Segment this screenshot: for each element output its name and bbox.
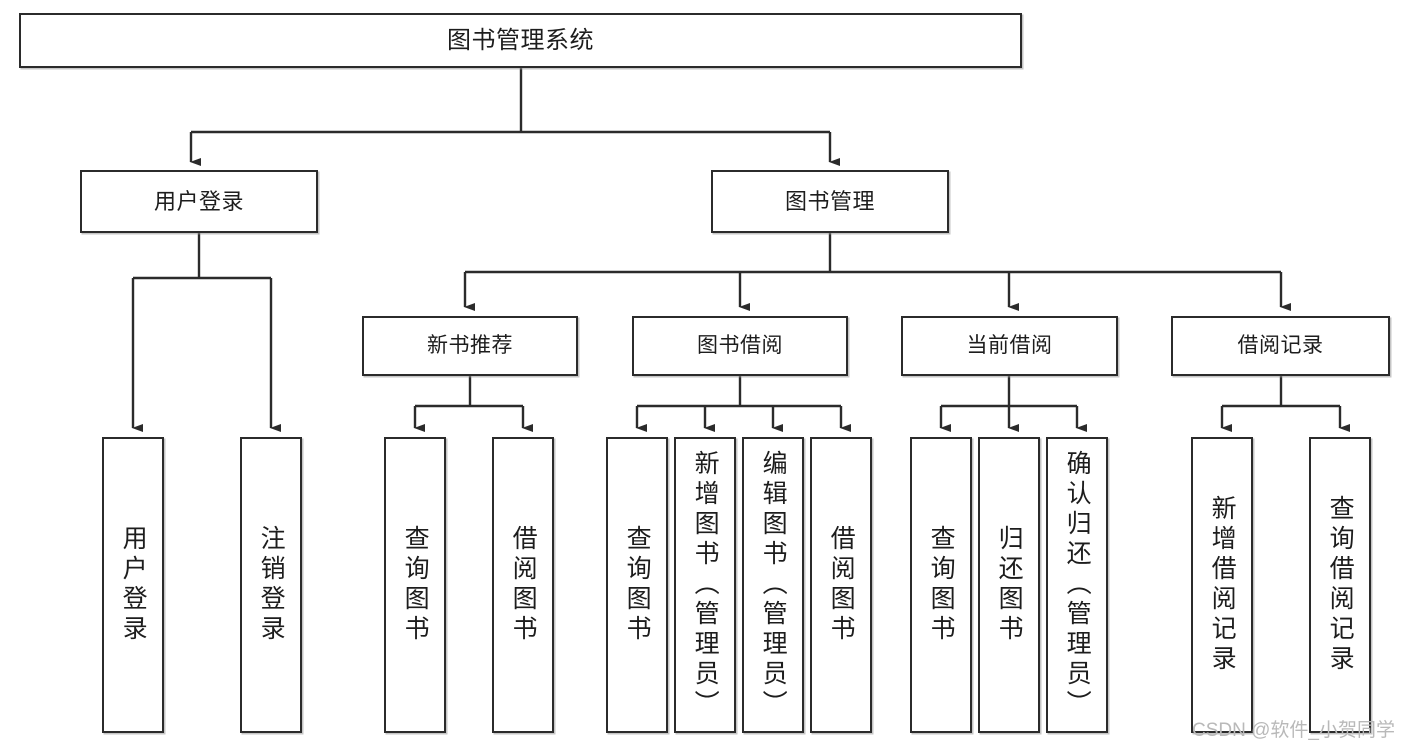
node-leaf-query-book-2-label: 查询图书 bbox=[623, 525, 652, 645]
node-leaf-query-book-1-label: 查询图书 bbox=[401, 525, 430, 645]
node-user-login[interactable]: 用户登录 bbox=[80, 170, 318, 233]
node-leaf-add-borrow-record[interactable]: 新增借阅记录 bbox=[1191, 437, 1253, 733]
node-leaf-borrow-book-1[interactable]: 借阅图书 bbox=[492, 437, 554, 733]
edges-book-borrow-to-leaves bbox=[635, 376, 851, 432]
node-leaf-edit-book-label: 编辑图书（管理员） bbox=[759, 450, 788, 720]
node-leaf-confirm-return-label: 确认归还（管理员） bbox=[1063, 450, 1092, 720]
node-leaf-borrow-book-2-label: 借阅图书 bbox=[827, 525, 856, 645]
node-new-book-recommend-label: 新书推荐 bbox=[427, 333, 513, 357]
edges-root-to-level1 bbox=[189, 68, 840, 166]
node-leaf-edit-book[interactable]: 编辑图书（管理员） bbox=[742, 437, 804, 733]
node-leaf-add-book-label: 新增图书（管理员） bbox=[691, 450, 720, 720]
node-book-manage-label: 图书管理 bbox=[784, 188, 875, 214]
node-root-book-management-system[interactable]: 图书管理系统 bbox=[19, 13, 1022, 68]
edges-borrow-record-to-leaves bbox=[1220, 376, 1350, 432]
node-leaf-return-book[interactable]: 归还图书 bbox=[978, 437, 1040, 733]
node-leaf-query-book-1[interactable]: 查询图书 bbox=[384, 437, 446, 733]
node-current-borrow[interactable]: 当前借阅 bbox=[901, 316, 1118, 376]
node-current-borrow-label: 当前借阅 bbox=[966, 333, 1053, 357]
node-user-login-label: 用户登录 bbox=[153, 188, 244, 214]
node-leaf-user-login[interactable]: 用户登录 bbox=[102, 437, 164, 733]
node-root-label: 图书管理系统 bbox=[447, 26, 594, 54]
node-leaf-query-borrow-record[interactable]: 查询借阅记录 bbox=[1309, 437, 1371, 733]
edges-book-manage-to-level2 bbox=[463, 233, 1291, 311]
node-leaf-query-book-3[interactable]: 查询图书 bbox=[910, 437, 972, 733]
node-leaf-logout-login-label: 注销登录 bbox=[257, 525, 286, 645]
node-leaf-query-book-3-label: 查询图书 bbox=[927, 525, 956, 645]
edges-new-book-recommend-to-leaves bbox=[413, 376, 533, 432]
node-borrow-record-label: 借阅记录 bbox=[1237, 333, 1324, 357]
node-leaf-query-borrow-record-label: 查询借阅记录 bbox=[1326, 495, 1355, 675]
node-leaf-add-borrow-record-label: 新增借阅记录 bbox=[1208, 495, 1237, 675]
node-book-borrow[interactable]: 图书借阅 bbox=[632, 316, 848, 376]
node-leaf-confirm-return[interactable]: 确认归还（管理员） bbox=[1046, 437, 1108, 733]
edges-current-borrow-to-leaves bbox=[939, 376, 1087, 432]
edges-user-login-to-leaves bbox=[131, 233, 281, 432]
node-leaf-query-book-2[interactable]: 查询图书 bbox=[606, 437, 668, 733]
node-leaf-borrow-book-1-label: 借阅图书 bbox=[509, 525, 538, 645]
node-new-book-recommend[interactable]: 新书推荐 bbox=[362, 316, 578, 376]
node-book-borrow-label: 图书借阅 bbox=[697, 333, 783, 357]
node-leaf-logout-login[interactable]: 注销登录 bbox=[240, 437, 302, 733]
node-leaf-add-book[interactable]: 新增图书（管理员） bbox=[674, 437, 736, 733]
node-leaf-return-book-label: 归还图书 bbox=[995, 525, 1024, 645]
node-leaf-borrow-book-2[interactable]: 借阅图书 bbox=[810, 437, 872, 733]
node-borrow-record[interactable]: 借阅记录 bbox=[1171, 316, 1390, 376]
node-leaf-user-login-label: 用户登录 bbox=[119, 525, 148, 645]
node-book-manage[interactable]: 图书管理 bbox=[711, 170, 949, 233]
